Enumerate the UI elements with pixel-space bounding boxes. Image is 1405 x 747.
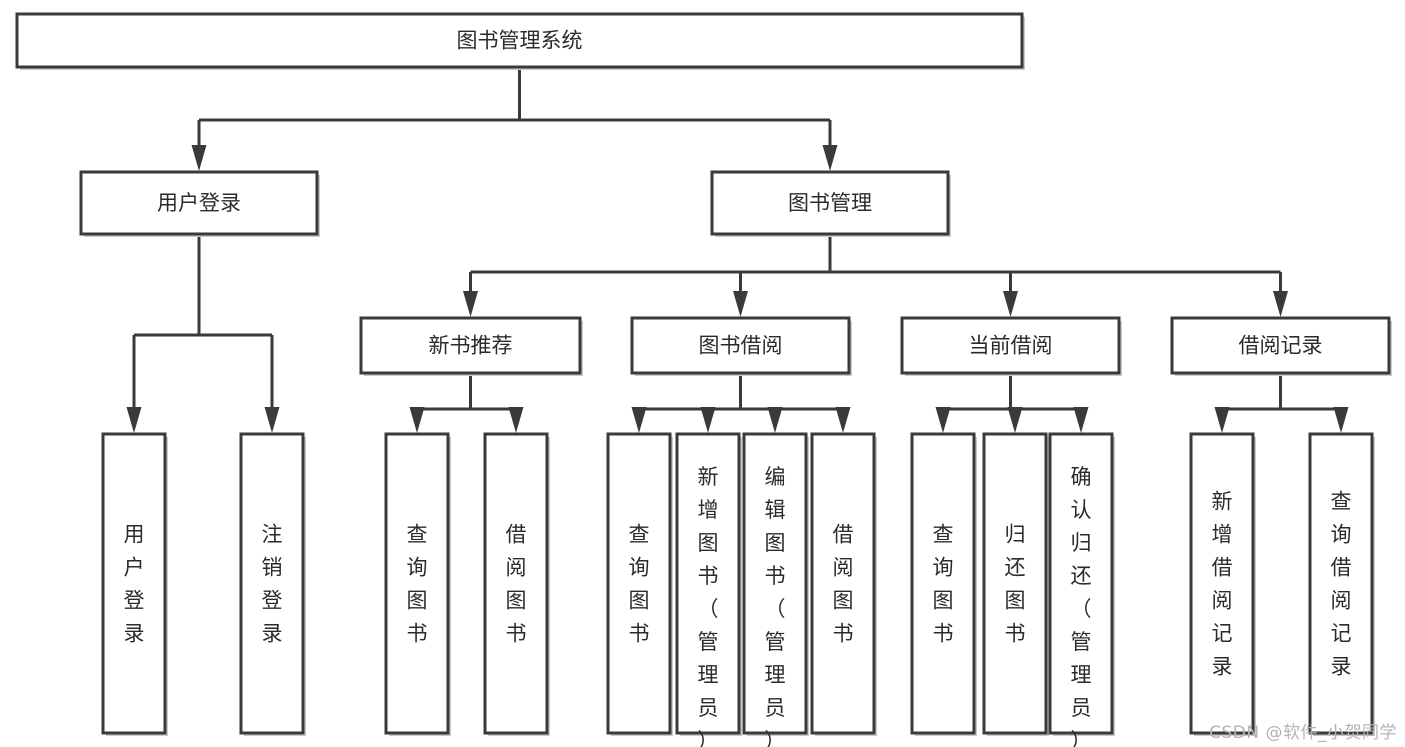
node-box[interactable] xyxy=(675,432,741,735)
arrow-head-icon xyxy=(409,407,425,433)
node-box[interactable] xyxy=(910,432,976,735)
arrow-head-icon xyxy=(700,407,716,433)
node-leaf-return-book[interactable]: 归还图书 xyxy=(982,432,1049,736)
arrow-head-icon xyxy=(126,407,142,433)
node-layer: 图书管理系统用户登录图书管理新书推荐图书借阅当前借阅借阅记录用户登录注销登录查询… xyxy=(15,12,1392,747)
node-root[interactable]: 图书管理系统 xyxy=(15,12,1025,70)
node-leaf-borrow-book[interactable]: 借阅图书 xyxy=(810,432,877,736)
node-label: 新增借阅记录 xyxy=(1212,489,1233,678)
edge-group-book-manage xyxy=(463,234,1288,317)
node-box[interactable] xyxy=(15,12,1024,69)
arrow-head-icon xyxy=(1007,407,1023,433)
node-label: 图书借阅 xyxy=(699,334,783,358)
node-label: 查询图书 xyxy=(629,522,650,645)
node-box[interactable] xyxy=(630,316,851,375)
node-box[interactable] xyxy=(1048,432,1114,735)
arrow-head-icon xyxy=(733,291,748,317)
arrow-head-icon xyxy=(822,145,838,171)
arrow-head-icon xyxy=(1073,407,1089,433)
edge-group-user-login xyxy=(126,234,280,433)
node-label: 查询借阅记录 xyxy=(1331,489,1352,678)
edge-group-new-book-rec xyxy=(409,373,524,433)
node-leaf-add-record[interactable]: 新增借阅记录 xyxy=(1189,432,1256,736)
arrow-head-icon xyxy=(835,407,851,433)
edge-layer xyxy=(126,67,1349,433)
node-box[interactable] xyxy=(359,316,582,375)
node-user-login[interactable]: 用户登录 xyxy=(79,170,320,237)
node-leaf-borrow-book-rec[interactable]: 借阅图书 xyxy=(483,432,550,736)
arrow-head-icon xyxy=(508,407,524,433)
node-label: 当前借阅 xyxy=(969,334,1053,358)
node-label: 确认归还（管理员） xyxy=(1071,465,1092,747)
node-current-borrow[interactable]: 当前借阅 xyxy=(900,316,1122,376)
arrow-head-icon xyxy=(191,145,207,171)
arrow-head-icon xyxy=(1333,407,1349,433)
node-leaf-edit-book[interactable]: 编辑图书（管理员） xyxy=(742,432,809,747)
node-label: 归还图书 xyxy=(1005,522,1026,645)
node-box[interactable] xyxy=(1170,316,1391,375)
node-label: 借阅图书 xyxy=(833,522,854,645)
node-borrow-record[interactable]: 借阅记录 xyxy=(1170,316,1392,376)
node-box[interactable] xyxy=(1308,432,1374,735)
node-leaf-query-book-current[interactable]: 查询图书 xyxy=(910,432,977,736)
node-label: 用户登录 xyxy=(124,522,145,645)
node-box[interactable] xyxy=(483,432,549,735)
node-leaf-user-login[interactable]: 用户登录 xyxy=(101,432,168,736)
node-leaf-confirm-return[interactable]: 确认归还（管理员） xyxy=(1048,432,1115,747)
node-leaf-add-book[interactable]: 新增图书（管理员） xyxy=(675,432,742,747)
node-box[interactable] xyxy=(79,170,319,236)
arrow-head-icon xyxy=(1003,291,1018,317)
node-label: 图书管理 xyxy=(788,191,872,215)
node-label: 查询图书 xyxy=(407,522,428,645)
node-box[interactable] xyxy=(101,432,167,735)
node-box[interactable] xyxy=(239,432,305,735)
edge-group-book-borrow xyxy=(631,373,851,433)
node-book-borrow[interactable]: 图书借阅 xyxy=(630,316,852,376)
node-new-book-rec[interactable]: 新书推荐 xyxy=(359,316,583,376)
node-box[interactable] xyxy=(384,432,450,735)
edge-group-root xyxy=(191,67,838,171)
node-label: 图书管理系统 xyxy=(457,29,583,53)
node-label: 借阅记录 xyxy=(1239,334,1323,358)
arrow-head-icon xyxy=(935,407,951,433)
edge-group-borrow-record xyxy=(1214,373,1349,433)
node-box[interactable] xyxy=(606,432,672,735)
node-leaf-query-book-rec[interactable]: 查询图书 xyxy=(384,432,451,736)
node-box[interactable] xyxy=(982,432,1048,735)
node-box[interactable] xyxy=(900,316,1121,375)
node-leaf-query-book-borrow[interactable]: 查询图书 xyxy=(606,432,673,736)
node-leaf-logout[interactable]: 注销登录 xyxy=(239,432,306,736)
node-box[interactable] xyxy=(742,432,808,735)
node-box[interactable] xyxy=(1189,432,1255,735)
arrow-head-icon xyxy=(264,407,280,433)
node-leaf-query-record[interactable]: 查询借阅记录 xyxy=(1308,432,1375,736)
node-label: 新增图书（管理员） xyxy=(698,465,719,747)
node-label: 借阅图书 xyxy=(506,522,527,645)
node-box[interactable] xyxy=(710,170,950,236)
edge-group-current-borrow xyxy=(935,373,1089,433)
arrow-head-icon xyxy=(767,407,783,433)
node-box[interactable] xyxy=(810,432,876,735)
arrow-head-icon xyxy=(1214,407,1230,433)
arrow-head-icon xyxy=(1273,291,1288,317)
arrow-head-icon xyxy=(631,407,647,433)
node-label: 新书推荐 xyxy=(429,334,513,358)
node-label: 编辑图书（管理员） xyxy=(765,465,786,747)
node-label: 查询图书 xyxy=(933,522,954,645)
node-label: 用户登录 xyxy=(157,191,241,215)
node-book-manage[interactable]: 图书管理 xyxy=(710,170,951,237)
arrow-head-icon xyxy=(463,291,478,317)
node-label: 注销登录 xyxy=(262,522,283,645)
